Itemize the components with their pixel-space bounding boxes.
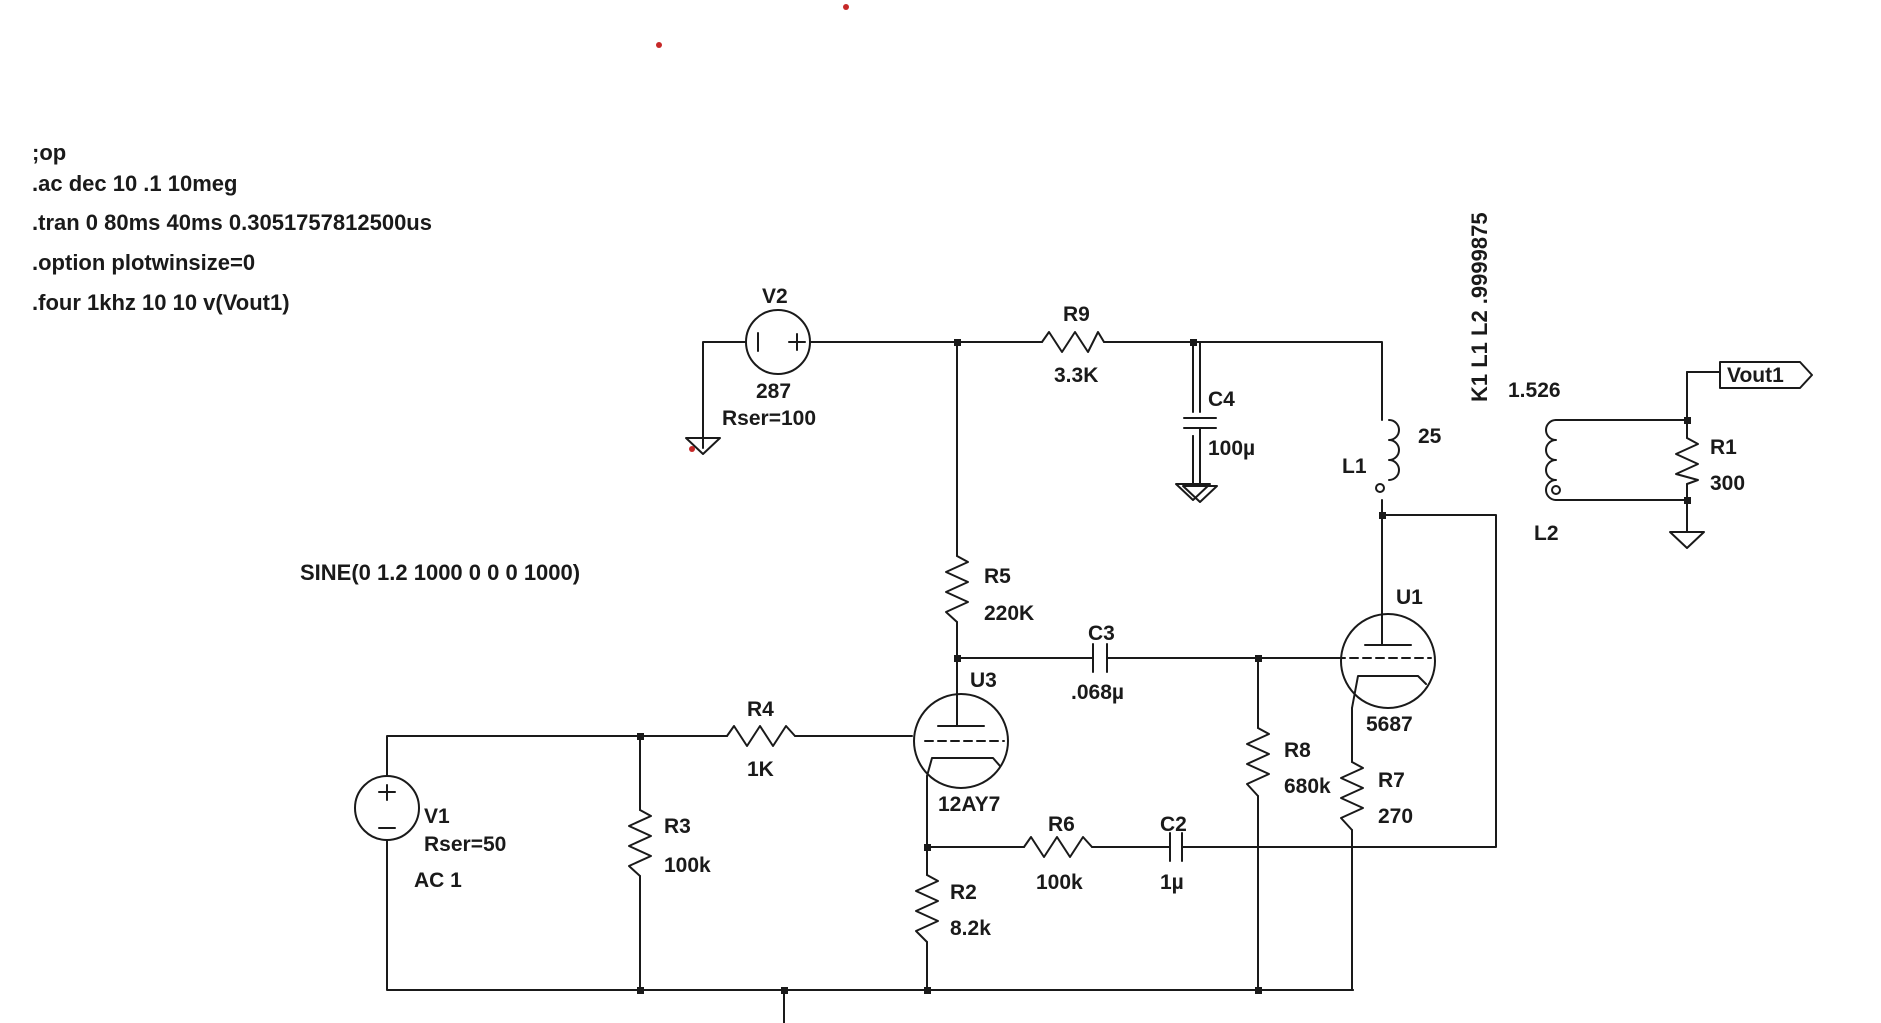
r8-name: R8 [1284,739,1311,762]
net-label-vout1: Vout1 [1727,364,1784,387]
l2-value: 1.526 [1508,379,1561,402]
r1-value: 300 [1710,472,1745,495]
vacuum-tube-u1[interactable] [1336,611,1436,709]
vacuum-tube-u3[interactable] [913,693,1009,789]
junction-dot [954,339,961,346]
r3-value: 100k [664,854,711,877]
junction-dot [1255,987,1262,994]
resistor-r5[interactable] [945,555,969,623]
u3-name: U3 [970,669,997,692]
stray-dot [656,42,662,48]
directive-ac[interactable]: .ac dec 10 .1 10meg [32,171,237,196]
r2-value: 8.2k [950,917,991,940]
u1-value: 5687 [1366,713,1413,736]
ground-symbol[interactable] [1175,435,1211,501]
junction-dot [1379,512,1386,519]
v2-rser: Rser=100 [722,407,816,430]
l1-name: L1 [1342,455,1367,478]
net-label-flag[interactable] [1719,361,1813,389]
coupling-directive[interactable]: K1 L1 L2 .9999875 [1467,212,1492,402]
l2-name: L2 [1534,522,1559,545]
junction-dot [924,844,931,851]
v2-value: 287 [756,380,791,403]
u1-name: U1 [1396,586,1423,609]
u3-value: 12AY7 [938,793,1000,816]
directive-four[interactable]: .four 1khz 10 10 v(Vout1) [32,290,290,315]
voltage-source-v1[interactable] [354,775,420,841]
junctions [637,339,1691,994]
r2-name: R2 [950,881,977,904]
junction-dot [1255,655,1262,662]
r4-value: 1K [747,758,774,781]
r6-value: 100k [1036,871,1083,894]
ground-symbol[interactable] [685,437,721,455]
resistor-r3[interactable] [628,809,652,877]
c4-value: 100µ [1208,437,1255,460]
v2-name: V2 [762,285,788,308]
r5-name: R5 [984,565,1011,588]
c4-name: C4 [1208,388,1235,411]
c2-value: 1µ [1160,871,1184,894]
resistor-r6[interactable] [1023,836,1093,858]
r3-name: R3 [664,815,691,838]
c3-name: C3 [1088,622,1115,645]
directive-op[interactable]: ;op [32,140,66,165]
inductor-l2[interactable] [1545,419,1561,501]
resistor-r1[interactable] [1675,437,1699,485]
wires [386,341,1721,1023]
r4-name: R4 [747,698,774,721]
junction-dot [924,987,931,994]
resistor-r9[interactable] [1041,331,1105,353]
v1-name: V1 [424,805,450,828]
r6-name: R6 [1048,813,1075,836]
junction-dot [637,987,644,994]
junction-dot [1684,497,1691,504]
r7-name: R7 [1378,769,1405,792]
directive-option[interactable]: .option plotwinsize=0 [32,250,255,275]
v1-rser: Rser=50 [424,833,506,856]
r8-value: 680k [1284,775,1331,798]
sine-spec[interactable]: SINE(0 1.2 1000 0 0 0 1000) [300,560,580,585]
capacitor-c2[interactable] [1169,832,1183,862]
capacitor-c4[interactable] [1182,341,1218,503]
resistor-r2[interactable] [915,874,939,943]
v1-ac: AC 1 [414,869,462,892]
voltage-source-v2[interactable] [745,309,811,375]
resistor-r8[interactable] [1246,727,1270,797]
stray-dot [843,4,849,10]
c2-name: C2 [1160,813,1187,836]
junction-dot [637,733,644,740]
r9-value: 3.3K [1054,364,1098,387]
junction-dot [1190,339,1197,346]
r5-value: 220K [984,602,1034,625]
resistor-r7[interactable] [1340,761,1364,831]
l1-value: 25 [1418,425,1442,448]
junction-dot [954,655,961,662]
ground-symbol[interactable] [1669,531,1705,549]
junction-dot [1684,417,1691,424]
r9-name: R9 [1063,303,1090,326]
resistor-r4[interactable] [726,725,796,747]
inductor-l1[interactable] [1375,419,1400,493]
r1-name: R1 [1710,436,1737,459]
r7-value: 270 [1378,805,1413,828]
spice-directives: ;op .ac dec 10 .1 10meg .tran 0 80ms 40m… [32,140,432,315]
stray-dot [689,446,695,452]
c3-value: .068µ [1071,681,1124,704]
junction-dot [781,987,788,994]
directive-tran[interactable]: .tran 0 80ms 40ms 0.3051757812500us [32,210,432,235]
capacitor-c3[interactable] [1092,643,1108,673]
